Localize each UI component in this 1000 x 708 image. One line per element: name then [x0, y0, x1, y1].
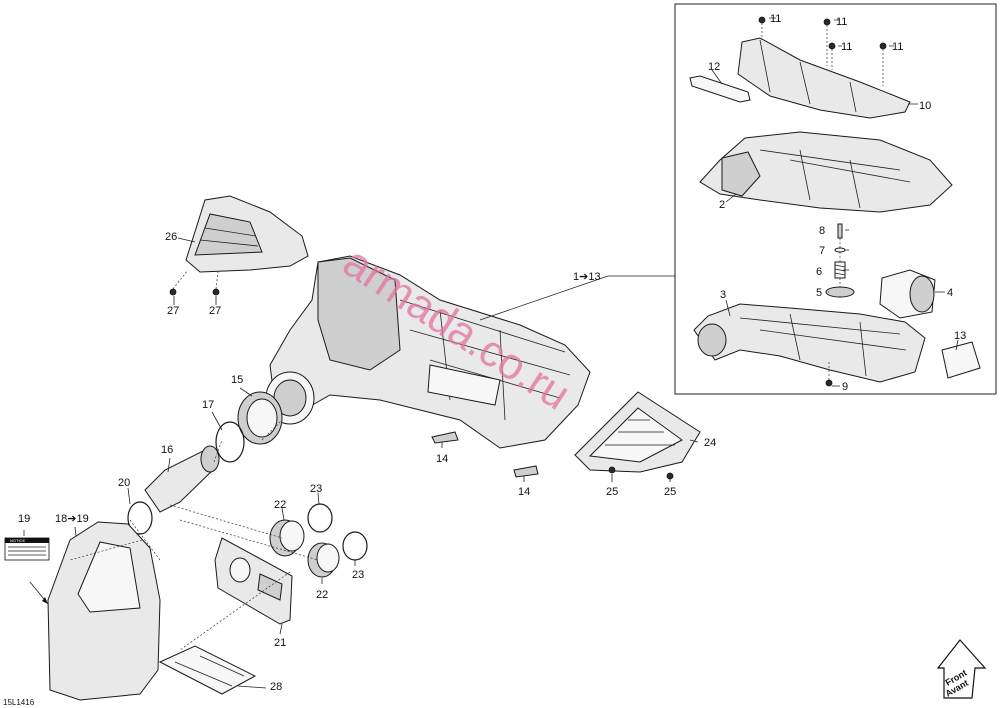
part-22-coupler-a — [269, 519, 305, 557]
callout-19: 19 — [18, 513, 30, 525]
part-14-clip-a — [431, 431, 459, 444]
part-8-bolt — [837, 223, 843, 239]
callout-4: 4 — [947, 287, 953, 299]
callout-18-19: 18➔19 — [55, 513, 89, 525]
part-22-coupler-b — [307, 542, 340, 578]
callout-8: 8 — [819, 225, 825, 237]
part-21-bracket — [214, 537, 293, 625]
callout-21: 21 — [274, 637, 286, 649]
callout-24: 24 — [704, 437, 716, 449]
part-23-clamp-b — [342, 531, 368, 561]
callout-12: 12 — [708, 61, 720, 73]
part-23-clamp-a — [307, 503, 333, 533]
part-17-clamp — [215, 421, 245, 463]
part-2-upper-housing — [699, 131, 953, 213]
part-28-plate — [158, 645, 257, 695]
inset-frame — [674, 3, 997, 395]
callout-22: 22 — [274, 499, 286, 511]
callout-15: 15 — [231, 374, 243, 386]
callout-13: 13 — [954, 330, 966, 342]
callout-20: 20 — [118, 477, 130, 489]
callout-26: 26 — [165, 231, 177, 243]
callout-11: 11 — [770, 13, 781, 25]
callout-7: 7 — [819, 245, 825, 257]
part-13-filter-pad — [941, 341, 981, 379]
part-3-lower-housing — [693, 303, 926, 383]
callout-28: 28 — [270, 681, 282, 693]
callout-3: 3 — [720, 289, 726, 301]
callout-11: 11 — [836, 16, 847, 28]
callout-11: 11 — [841, 41, 852, 53]
callout-25: 25 — [664, 486, 676, 498]
callout-27: 27 — [209, 305, 221, 317]
callout-17: 17 — [202, 399, 214, 411]
notice-label: NOTICE — [10, 538, 25, 543]
part-15-ring — [237, 391, 283, 445]
screw-icon — [169, 288, 220, 296]
callout-16: 16 — [161, 444, 173, 456]
callout-9: 9 — [842, 381, 848, 393]
callout-23: 23 — [352, 569, 364, 581]
callout-6: 6 — [816, 266, 822, 278]
callout-2: 2 — [719, 199, 725, 211]
part-7-washer — [834, 247, 846, 253]
part-5-retainer — [825, 286, 855, 298]
callout-14: 14 — [436, 453, 448, 465]
front-direction-arrow — [936, 639, 987, 699]
part-20-ring — [127, 501, 153, 535]
callout-25: 25 — [606, 486, 618, 498]
callout-22: 22 — [316, 589, 328, 601]
callout-10: 10 — [919, 100, 931, 112]
callout-14: 14 — [518, 486, 530, 498]
part-10-top-cover — [737, 37, 911, 119]
callout-27: 27 — [167, 305, 179, 317]
diagram-code: 15L1416 — [3, 698, 35, 707]
callout-1-13: 1➔13 — [573, 271, 601, 283]
callout-23: 23 — [310, 483, 322, 495]
part-14-clip-b — [513, 465, 539, 478]
callout-5: 5 — [816, 287, 822, 299]
part-12-seal — [689, 75, 751, 103]
callout-11: 11 — [892, 41, 903, 53]
